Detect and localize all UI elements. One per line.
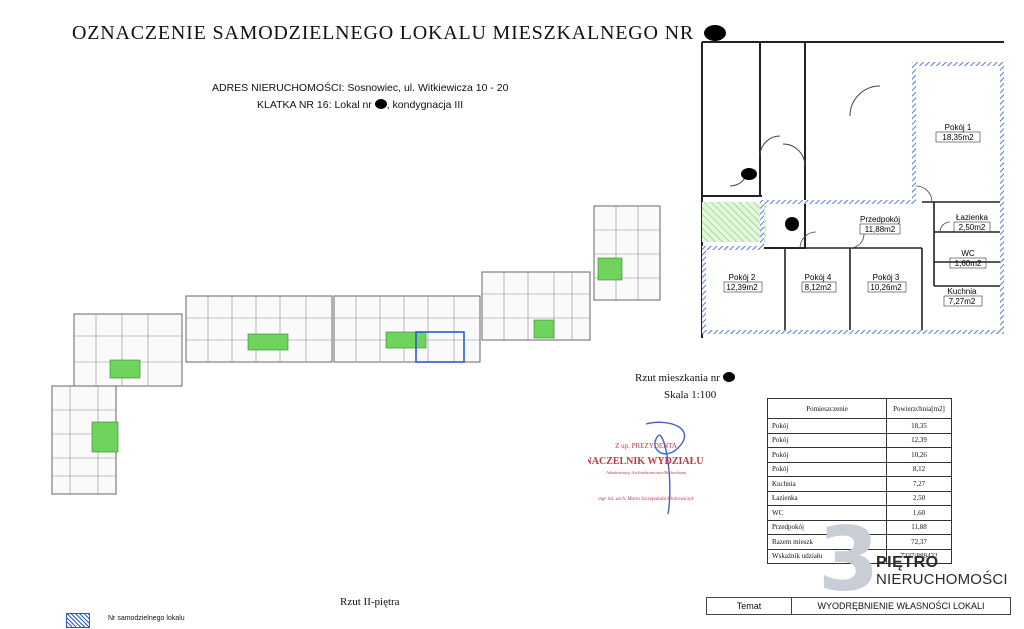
watermark-logo: 3 PIĘTRO NIERUCHOMOŚCI (818, 508, 1018, 611)
redaction-mark (741, 168, 757, 180)
room-name: WC (961, 249, 975, 258)
redaction-mark (785, 217, 799, 231)
room-area: 11,88m2 (865, 225, 896, 234)
staircase (533, 319, 555, 339)
building-wing-6 (593, 205, 661, 301)
stairwell-hatched (702, 202, 766, 242)
stair-line: KLATKA NR 16: Lokal nr , kondygnacja III (257, 99, 464, 111)
logo-word: NIERUCHOMOŚCI (876, 571, 1008, 588)
scale-caption: Skala 1:100 (664, 389, 717, 401)
room-name: Pokój 2 (729, 273, 756, 282)
room-name: Pokój 1 (945, 123, 972, 132)
room-area: 1,60m2 (955, 259, 982, 268)
signature-scribble (645, 421, 686, 515)
logo-word: PIĘTRO (876, 554, 939, 571)
room-area: 18,35m2 (942, 133, 974, 142)
room-area: 7,27m2 (949, 297, 976, 306)
legend-label: Nr samodzielnego lokalu (108, 615, 185, 622)
title-block-label: Temat (706, 597, 792, 615)
staircase (597, 257, 623, 281)
official-stamp: Z up. PREZYDENTA NACZELNIK WYDZIAŁU Admi… (588, 421, 704, 515)
stamp-signature-name: mgr inż. arch. Marta Szczepańska-Piotrow… (598, 497, 694, 502)
logo-digit: 3 (818, 508, 880, 611)
stamp-line: Z up. PREZYDENTA (615, 442, 677, 450)
title-block-value: WYODRĘBNIENIE WŁASNOŚCI LOKALI (791, 597, 1011, 615)
document-title: OZNACZENIE SAMODZIELNEGO LOKALU MIESZKAL… (72, 22, 726, 45)
room-name: Pokój 3 (873, 273, 900, 282)
staircase (247, 333, 289, 351)
address-line: ADRES NIERUCHOMOŚCI: Sosnowiec, ul. Witk… (212, 82, 509, 94)
stamp-line: NACZELNIK WYDZIAŁU (588, 456, 704, 467)
flat-view-caption: Rzut mieszkania nr (635, 372, 735, 384)
room-area: 8,12m2 (805, 283, 832, 292)
room-name: Łazienka (956, 213, 989, 222)
staircase (385, 331, 427, 349)
redaction-mark (374, 99, 387, 109)
room-name: Pokój 4 (805, 273, 832, 282)
legend-symbol (66, 613, 90, 628)
room-labels: Pokój 1 18,35m2 Przedpokój 11,88m2 Łazie… (723, 123, 991, 307)
room-area: 2,50m2 (959, 223, 986, 232)
flat-floor-plan: Pokój 1 18,35m2 Przedpokój 11,88m2 Łazie… (701, 41, 1004, 338)
building-wing-4 (333, 295, 481, 363)
room-area: 12,39m2 (726, 283, 758, 292)
floor-site-plan (51, 205, 661, 495)
room-area: 10,26m2 (870, 283, 902, 292)
redaction-mark (703, 25, 726, 41)
selected-unit-outline (415, 331, 465, 363)
stamp-line: Administracji Architektoniczno-Budowlane… (606, 470, 686, 475)
room-name: Przedpokój (860, 215, 900, 224)
staircase (109, 359, 141, 379)
building-wing-3 (185, 295, 333, 363)
room-name: Kuchnia (948, 287, 977, 296)
floor-view-caption: Rzut II-piętra (340, 596, 400, 608)
staircase (91, 421, 119, 453)
